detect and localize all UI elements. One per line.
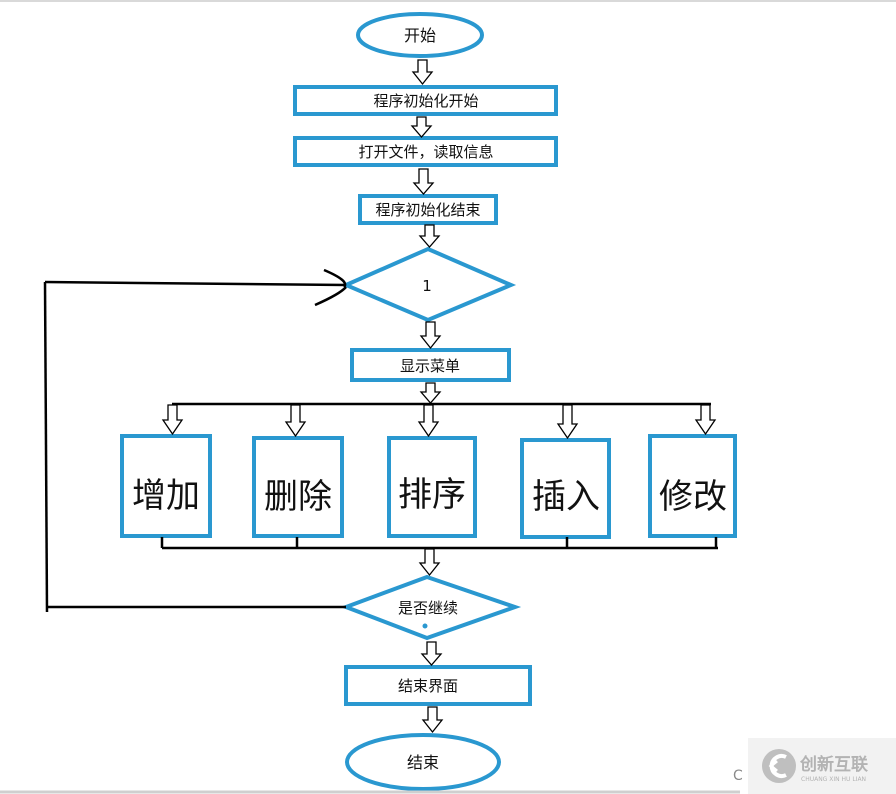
- continue-decision-node: 是否继续: [340, 574, 522, 641]
- arrow-option-1: [161, 404, 184, 436]
- loop-decision-label: 1: [422, 277, 432, 295]
- watermark: C 创新互联 CHUANG XIN HU LIAN: [733, 738, 896, 794]
- arrow-5: [419, 321, 442, 350]
- option-insert-node: 插入: [520, 438, 611, 539]
- connector-lines: [43, 268, 718, 613]
- continue-dot: [422, 623, 428, 629]
- option-modify-label: 修改: [659, 477, 727, 517]
- init-end-label: 程序初始化结束: [375, 201, 480, 219]
- arrow-3: [412, 168, 435, 195]
- watermark-brand: 创新互联: [799, 754, 868, 775]
- arrow-option-3: [417, 404, 440, 438]
- watermark-stub: C: [733, 768, 743, 784]
- arrow-option-5: [694, 404, 717, 436]
- init-end-node: 程序初始化结束: [358, 194, 498, 225]
- end-node: 结束: [345, 733, 501, 791]
- show-menu-label: 显示菜单: [400, 357, 460, 375]
- open-file-label: 打开文件，读取信息: [358, 143, 493, 161]
- init-start-label: 程序初始化开始: [373, 92, 478, 110]
- continue-decision-label: 是否继续: [398, 599, 458, 617]
- option-sort-label: 排序: [398, 475, 466, 515]
- option-delete-node: 删除: [252, 436, 344, 538]
- option-insert-label: 插入: [532, 477, 600, 517]
- brand-logo-icon: [762, 749, 796, 783]
- arrow-option-4: [556, 404, 579, 440]
- arrow-1: [411, 59, 434, 86]
- option-sort-node: 排序: [387, 436, 477, 538]
- option-add-label: 增加: [132, 476, 200, 516]
- arrow-option-2: [284, 404, 307, 438]
- end-screen-label: 结束界面: [398, 677, 458, 695]
- start-node: 开始: [356, 12, 484, 58]
- loop-decision-node: 1: [340, 246, 517, 323]
- arrow-7: [418, 548, 441, 577]
- init-start-node: 程序初始化开始: [293, 85, 558, 116]
- option-modify-node: 修改: [648, 434, 737, 538]
- open-file-node: 打开文件，读取信息: [293, 136, 558, 167]
- show-menu-node: 显示菜单: [350, 348, 511, 382]
- arrow-2: [410, 116, 433, 138]
- arrow-6: [419, 382, 442, 404]
- option-delete-label: 删除: [264, 477, 332, 517]
- end-label: 结束: [407, 753, 439, 772]
- start-label: 开始: [404, 26, 436, 45]
- arrow-8: [420, 641, 443, 666]
- option-add-node: 增加: [120, 434, 212, 538]
- arrow-4: [418, 224, 441, 248]
- arrow-9: [421, 706, 444, 734]
- watermark-pinyin: CHUANG XIN HU LIAN: [801, 776, 866, 783]
- end-screen-node: 结束界面: [344, 665, 532, 706]
